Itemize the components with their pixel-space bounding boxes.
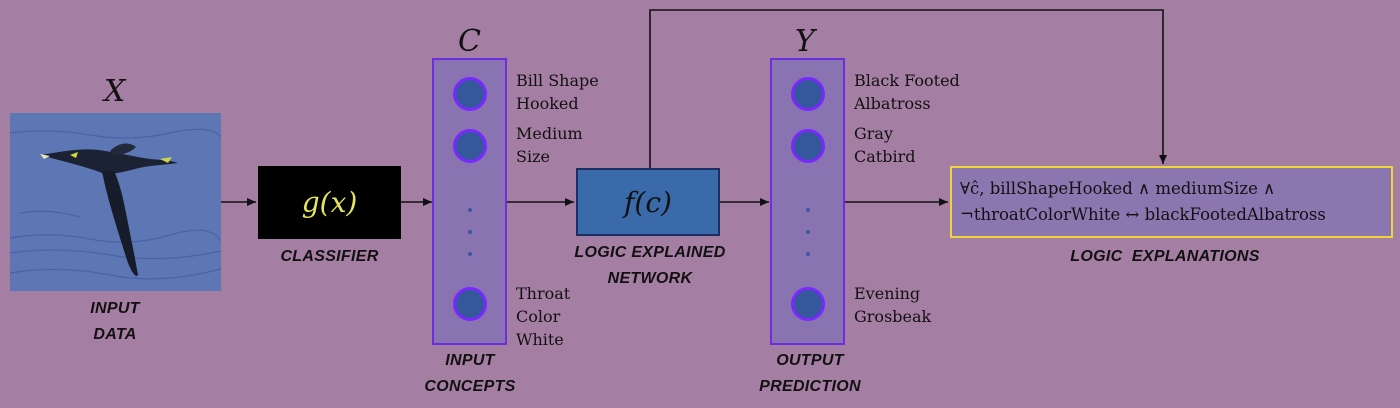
ellipsis-dot [806,230,810,234]
len-box: f(c) [576,168,720,236]
input-caption-line2: DATA [93,326,137,343]
ellipsis-dot [468,208,472,212]
ellipsis-dot [806,208,810,212]
arrow-len-to-explanation [649,9,1167,168]
output-neuron-3 [791,287,825,321]
concept-label-text: White [516,330,564,349]
output-label-text: Catbird [854,147,916,166]
output-label-text: Grosbeak [854,307,932,326]
ellipsis-dot [806,252,810,256]
concept-neuron-1 [453,77,487,111]
concept-neuron-3 [453,287,487,321]
concept-neuron-2 [453,129,487,163]
concept-label-text: Bill Shape [516,71,599,90]
output-neuron-1 [791,77,825,111]
input-symbol: X [104,74,126,109]
classifier-formula: g(x) [301,186,358,219]
output-caption-line2: PREDICTION [759,378,861,395]
output-symbol: Y [795,24,815,59]
concept-label-3: Throat Color White [516,282,570,351]
bird-image [10,113,221,291]
input-caption-line1: INPUT [90,300,140,317]
ellipsis-dot [468,230,472,234]
output-label-text: Albatross [854,94,931,113]
concept-label-text: Medium [516,124,583,143]
classifier-caption: CLASSIFIER [280,248,379,265]
len-caption: LOGIC EXPLAINED NETWORK [555,240,745,292]
output-caption: OUTPUT PREDICTION [745,348,875,400]
output-label-2: Gray Catbird [854,122,915,168]
explanation-formula-line1: ∀ĉ, billShapeHooked ∧ mediumSize ∧ [960,179,1276,198]
concepts-column [432,58,507,345]
classifier-box: g(x) [258,166,401,239]
concept-label-text: Color [516,307,561,326]
output-label-text: Black Footed [854,71,960,90]
explanation-caption: LOGIC EXPLANATIONS [1070,248,1260,265]
explanation-formula-line2: ¬throatColorWhite ↔ blackFootedAlbatross [960,205,1326,224]
len-caption-line1: LOGIC EXPLAINED [574,244,726,261]
concept-label-2: Medium Size [516,122,583,168]
len-formula: f(c) [624,185,672,219]
output-label-3: Evening Grosbeak [854,282,931,328]
output-label-1: Black Footed Albatross [854,69,960,115]
concepts-caption-line2: CONCEPTS [424,378,516,395]
ellipsis-dot [468,252,472,256]
output-label-text: Evening [854,284,921,303]
concept-label-text: Size [516,147,550,166]
output-column [770,58,845,345]
input-caption: INPUT DATA [60,296,170,348]
albatross-illustration [10,113,221,291]
output-label-text: Gray [854,124,894,143]
concepts-symbol: C [458,24,481,59]
output-caption-line1: OUTPUT [776,352,844,369]
concept-label-1: Bill Shape Hooked [516,69,599,115]
concept-label-text: Hooked [516,94,579,113]
concept-label-text: Throat [516,284,571,303]
len-caption-line2: NETWORK [607,270,693,287]
concepts-caption: INPUT CONCEPTS [405,348,535,400]
output-neuron-2 [791,129,825,163]
explanation-box: ∀ĉ, billShapeHooked ∧ mediumSize ∧ ¬thro… [950,166,1393,238]
concepts-caption-line1: INPUT [445,352,495,369]
